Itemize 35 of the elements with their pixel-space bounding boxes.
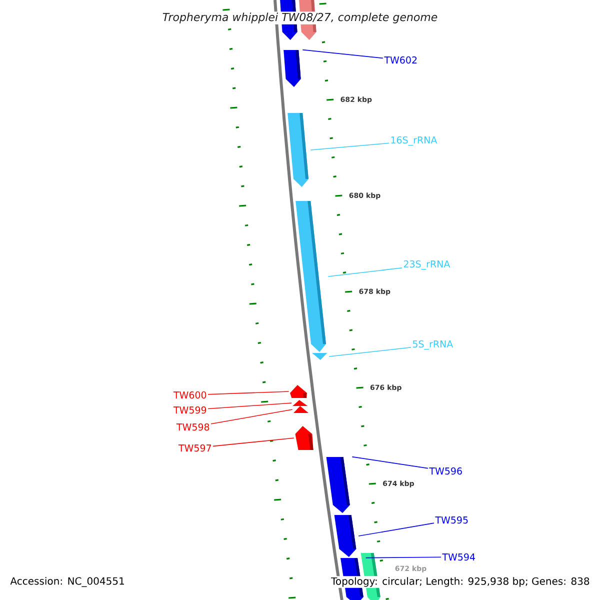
gene-block	[295, 426, 314, 450]
leader-line	[208, 391, 290, 395]
gene-block	[296, 201, 326, 352]
gene-label: 23S_rRNA	[404, 260, 450, 270]
gene-label: TW598	[176, 423, 210, 431]
gene-block	[312, 353, 328, 360]
gene-block	[294, 406, 308, 413]
leader-line	[210, 409, 293, 424]
gene-label: TW594	[442, 553, 475, 561]
accession-text: Accession: NC_004551	[9, 576, 126, 588]
gene-label: 5S_rRNA	[412, 340, 454, 350]
gene-label: TW602	[384, 56, 417, 64]
gene-block	[284, 50, 301, 87]
gene-block	[326, 457, 350, 513]
leader-line	[328, 267, 402, 277]
gene-block	[290, 385, 307, 398]
leader-line	[302, 49, 384, 59]
leader-line	[212, 438, 294, 447]
leader-line	[352, 456, 428, 469]
gene-label: TW597	[178, 444, 211, 452]
gene-block	[334, 515, 356, 557]
gene-label: TW599	[173, 406, 206, 414]
genome-summary-text: Topology: circular; Length: 925,938 bp; Genes: 838	[330, 576, 591, 588]
gene-label: TW595	[435, 516, 468, 524]
gene-label: TW600	[173, 391, 206, 399]
leader-line	[208, 402, 292, 410]
gene-label: TW596	[429, 467, 462, 475]
gene-label: 16S_rRNA	[391, 136, 438, 146]
leader-line	[328, 347, 412, 357]
title: Tropheryma whipplei TW08/27, complete genome	[161, 12, 439, 24]
leader-line	[358, 522, 434, 536]
gene-block	[288, 113, 308, 187]
leader-line	[310, 142, 390, 150]
leader-line	[365, 556, 442, 558]
gene-block	[292, 400, 308, 406]
